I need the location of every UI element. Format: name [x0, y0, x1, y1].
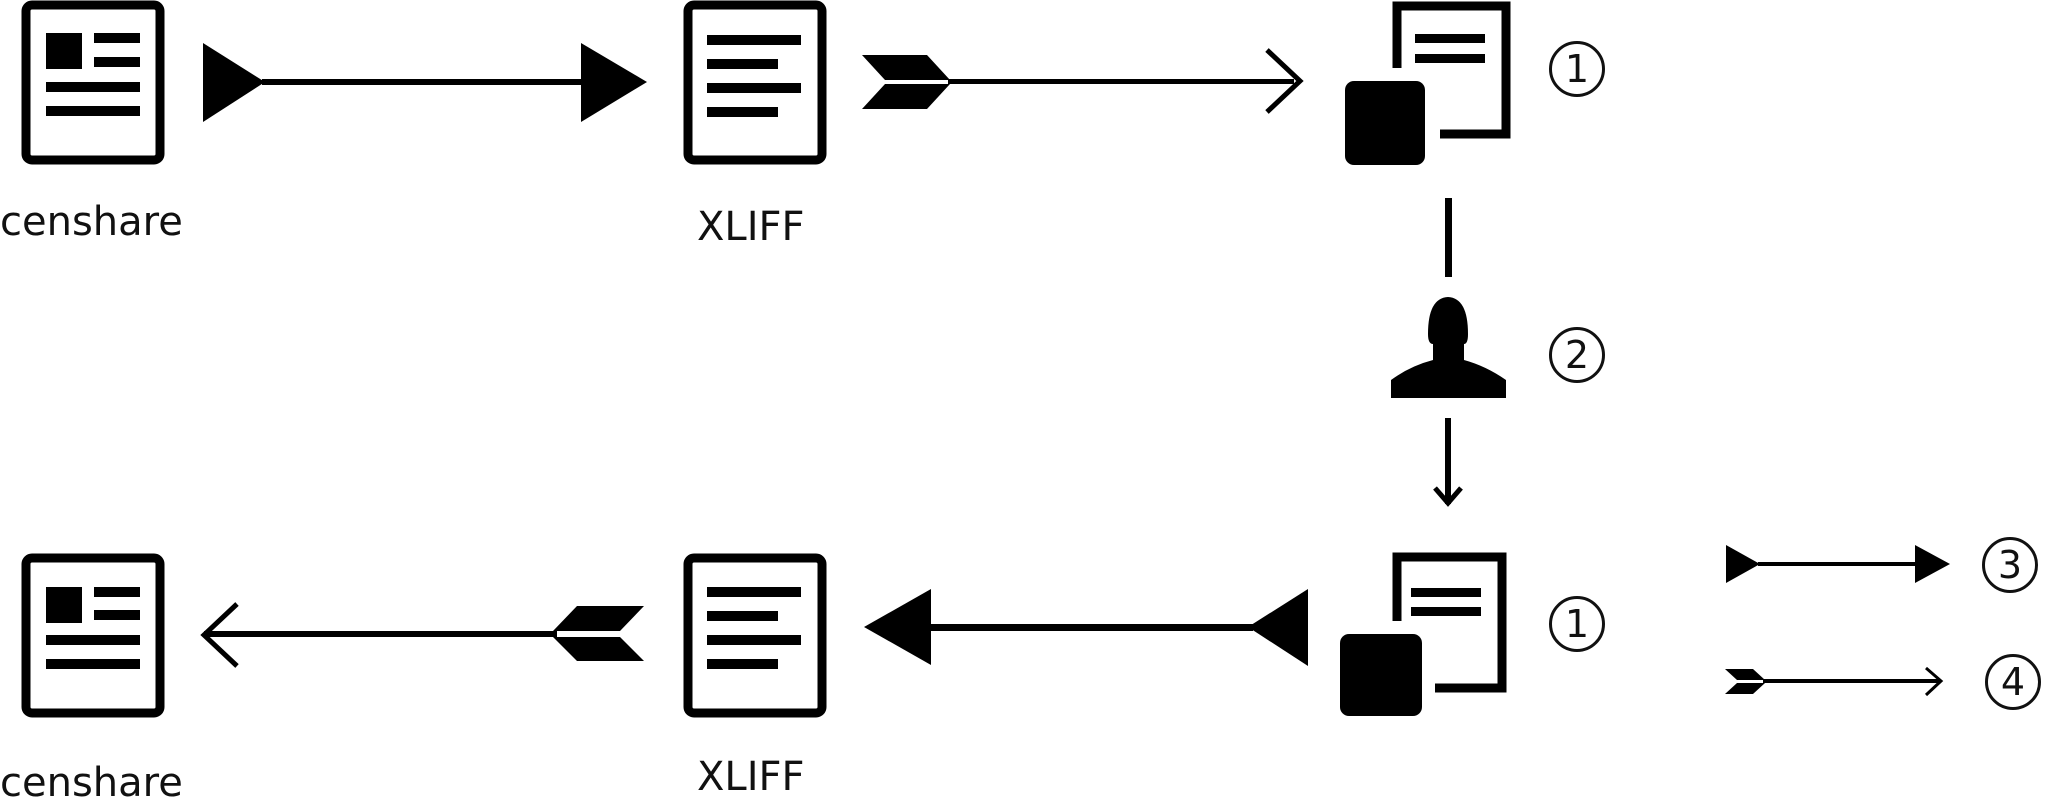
- censhare-label: censhare: [0, 199, 183, 245]
- xliff-document-icon: [683, 553, 827, 718]
- legend-arrow-3: [1726, 545, 1950, 583]
- import-arrow: [200, 602, 644, 668]
- xliff-label: XLIFF: [697, 754, 805, 800]
- connector-line: [1445, 198, 1452, 277]
- xliff-label: XLIFF: [697, 204, 805, 250]
- translation-tool-icon: [1340, 552, 1507, 716]
- censhare-document-icon: [21, 553, 165, 718]
- xliff-document-icon: [683, 0, 827, 165]
- translation-tool-icon: [1345, 1, 1511, 165]
- step-marker-1: 1: [1549, 41, 1605, 97]
- return-arrow: [864, 589, 1308, 666]
- legend-marker-4: 4: [1985, 654, 2041, 710]
- step-marker-1: 1: [1549, 596, 1605, 652]
- review-down-arrow: [1433, 418, 1463, 507]
- translator-person-icon: [1391, 297, 1506, 398]
- legend-arrow-4: [1725, 666, 1944, 697]
- export-arrow: [203, 43, 647, 122]
- censhare-label: censhare: [0, 760, 183, 806]
- step-marker-2: 2: [1549, 327, 1605, 383]
- legend-marker-3: 3: [1982, 537, 2038, 593]
- send-arrow: [862, 48, 1304, 114]
- censhare-document-icon: [21, 0, 165, 165]
